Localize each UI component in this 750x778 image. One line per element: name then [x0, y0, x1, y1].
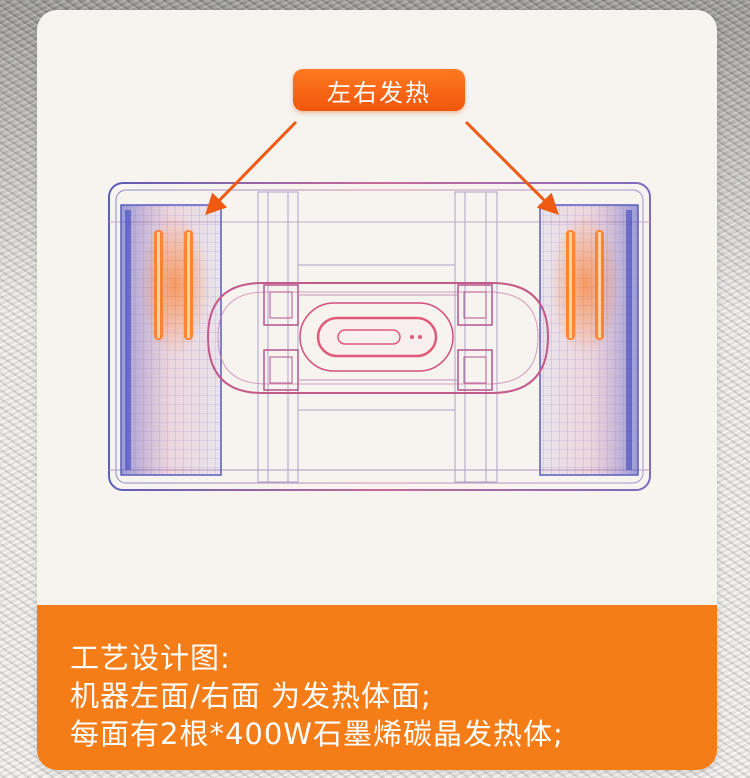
center-chassis [206, 282, 550, 394]
left-heater-panel [120, 204, 222, 476]
right-heater-panel [539, 204, 639, 476]
description-panel [37, 605, 717, 770]
description-line-3: 每面有2根*400W石墨烯碳晶发热体; [70, 717, 564, 751]
description-line-1: 工艺设计图: [70, 641, 231, 675]
callout-label: 左右发热 [293, 69, 465, 111]
description-line-2: 机器左面/右面 为发热体面; [70, 679, 432, 713]
arrow-right-icon [464, 120, 559, 215]
arrow-left-icon [205, 120, 298, 216]
